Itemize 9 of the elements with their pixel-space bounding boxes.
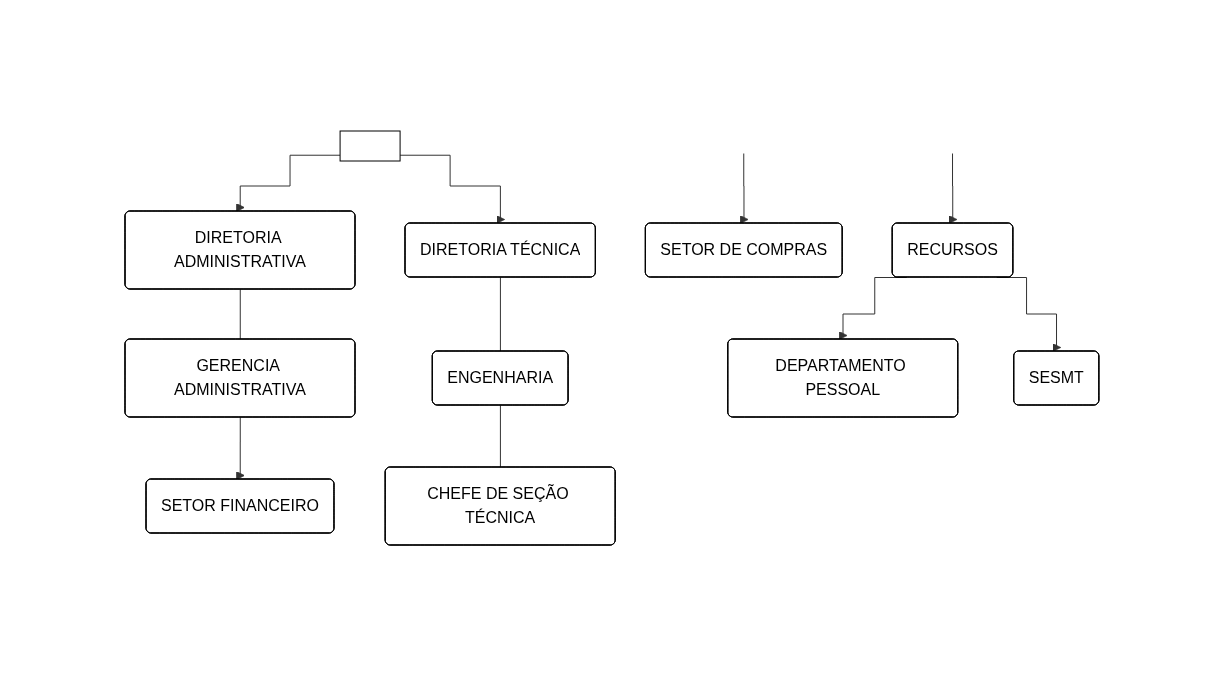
connector xyxy=(500,276,502,352)
connector xyxy=(500,404,502,468)
arrow xyxy=(739,152,749,224)
node-box xyxy=(339,130,401,161)
arrow xyxy=(236,154,341,212)
arrow xyxy=(948,152,958,224)
arrow xyxy=(399,154,506,224)
arrow xyxy=(236,416,245,480)
connector xyxy=(239,288,242,340)
